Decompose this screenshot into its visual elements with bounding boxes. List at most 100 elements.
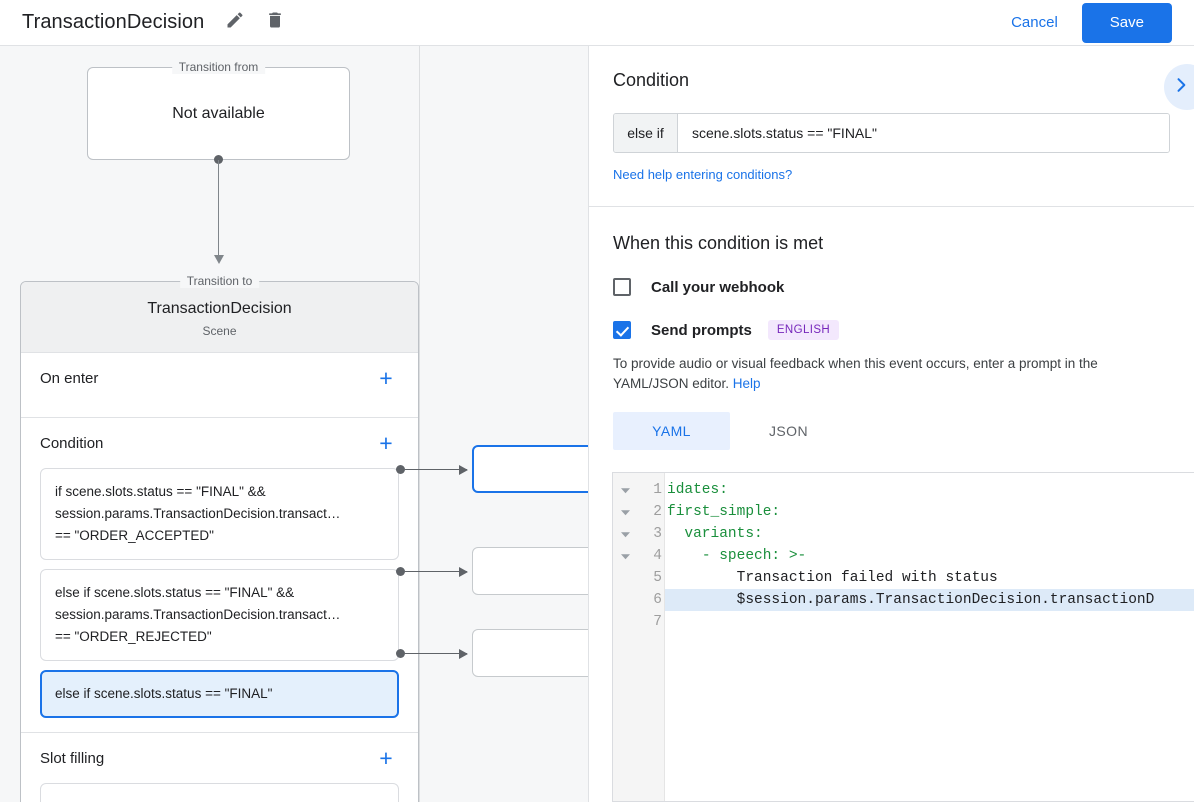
transition-arrow — [213, 160, 224, 264]
condition-prefix-label: else if — [614, 114, 678, 152]
edge-line-1 — [405, 566, 468, 577]
plus-icon: + — [379, 364, 393, 391]
edit-name-button[interactable] — [218, 6, 252, 40]
prompts-help-link[interactable]: Help — [732, 376, 761, 391]
transition-from-value: Not available — [172, 104, 265, 122]
line-number: 4 — [653, 548, 662, 564]
condition-line: else if scene.slots.status == "FINAL" — [55, 686, 273, 701]
plus-icon: + — [379, 429, 393, 456]
fold-toggle-icon — [613, 589, 637, 611]
code-line[interactable]: variants: — [684, 526, 763, 542]
tab-yaml[interactable]: YAML — [613, 412, 730, 450]
scene-subtitle: Scene — [202, 324, 237, 338]
code-line[interactable]: $session.params.TransactionDecision.tran… — [665, 589, 1194, 611]
scene-title: TransactionDecision — [147, 300, 292, 317]
code-line[interactable]: idates: — [667, 482, 728, 498]
condition-input[interactable] — [678, 114, 1169, 152]
editor-format-tabs: YAML JSON — [613, 412, 1170, 450]
condition-line: == "ORDER_REJECTED" — [55, 629, 212, 644]
add-condition-button[interactable]: + — [373, 430, 399, 456]
scene-card: Transition to TransactionDecision Scene … — [20, 274, 419, 802]
section-on-enter: On enter + — [21, 353, 418, 418]
prompts-helper-text: To provide audio or visual feedback when… — [613, 354, 1169, 394]
editor-code-area[interactable]: idates: first_simple: variants: - speech:… — [665, 473, 1194, 801]
section-on-enter-label: On enter — [40, 369, 99, 387]
condition-line: == "ORDER_ACCEPTED" — [55, 528, 214, 543]
transition-target-0[interactable] — [472, 445, 588, 493]
call-webhook-label: Call your webhook — [651, 278, 785, 296]
section-condition-label: Condition — [40, 434, 104, 452]
section-condition-head: Condition + — [40, 418, 399, 468]
fold-toggle-icon — [613, 567, 637, 589]
fold-toggle-icon[interactable] — [613, 523, 637, 545]
condition-section: Condition else if Need help entering con… — [589, 46, 1194, 207]
send-prompts-checkbox[interactable] — [613, 321, 631, 339]
chevron-right-icon — [1177, 75, 1191, 100]
page-title: TransactionDecision — [22, 11, 205, 33]
section-slot-filling-head: Slot filling + — [40, 733, 399, 783]
transition-from-legend: Transition from — [171, 60, 266, 74]
cancel-button[interactable]: Cancel — [997, 5, 1072, 40]
canvas-divider — [419, 46, 420, 802]
editor-line-numbers: 1 2 3 4 5 6 7 — [637, 473, 665, 801]
add-on-enter-button[interactable]: + — [373, 365, 399, 391]
send-prompts-label: Send prompts — [651, 321, 752, 339]
when-condition-met-section: When this condition is met Call your web… — [589, 207, 1194, 450]
transition-target-1[interactable] — [472, 547, 588, 595]
when-condition-met-heading: When this condition is met — [613, 233, 824, 253]
yaml-editor[interactable]: 1 2 3 4 5 6 7 idates: first_simple: variants: -… — [612, 472, 1194, 802]
line-number: 7 — [653, 614, 662, 630]
condition-line: session.params.TransactionDecision.trans… — [55, 607, 341, 622]
condition-line: else if scene.slots.status == "FINAL" && — [55, 585, 295, 600]
language-badge: ENGLISH — [767, 320, 840, 340]
code-line[interactable] — [665, 611, 1194, 633]
tab-json[interactable]: JSON — [769, 423, 808, 439]
transition-target-2[interactable] — [472, 629, 588, 677]
slot-validation-item[interactable]: Slot validation — [40, 783, 399, 802]
section-slot-filling-label: Slot filling — [40, 749, 105, 767]
transition-from-connector-dot — [214, 155, 223, 164]
fold-toggle-icon[interactable] — [613, 479, 637, 501]
save-button[interactable]: Save — [1081, 2, 1172, 43]
code-line[interactable]: - speech: >- — [701, 548, 807, 564]
webhook-row: Call your webhook — [613, 278, 1170, 296]
fold-toggle-icon[interactable] — [613, 545, 637, 567]
condition-heading: Condition — [613, 70, 690, 90]
transition-to-legend: Transition to — [179, 274, 260, 288]
condition-line: session.params.TransactionDecision.trans… — [55, 506, 341, 521]
fold-toggle-icon[interactable] — [613, 501, 637, 523]
edge-line-0 — [405, 464, 468, 475]
line-number: 5 — [653, 570, 662, 586]
line-number: 3 — [653, 526, 662, 542]
collapse-panel-button[interactable] — [1164, 64, 1194, 110]
prompts-helper-text-body: To provide audio or visual feedback when… — [613, 356, 1098, 391]
condition-help-link[interactable]: Need help entering conditions? — [613, 167, 793, 182]
fold-toggle-icon — [613, 611, 637, 633]
line-number: 2 — [653, 504, 662, 520]
flow-canvas: Transition from Not available Transition… — [0, 46, 588, 802]
condition-line: if scene.slots.status == "FINAL" && — [55, 484, 266, 499]
edge-dot-2 — [396, 649, 405, 658]
edge-dot-0 — [396, 465, 405, 474]
call-webhook-checkbox[interactable] — [613, 278, 631, 296]
condition-item-0[interactable]: if scene.slots.status == "FINAL" && sess… — [40, 468, 399, 560]
edge-dot-1 — [396, 567, 405, 576]
transition-from-box[interactable]: Transition from Not available — [87, 60, 350, 160]
scene-header[interactable]: Transition to TransactionDecision Scene — [21, 274, 418, 353]
section-slot-filling: Slot filling + Slot validation — [21, 733, 418, 802]
plus-icon: + — [379, 744, 393, 771]
top-bar: TransactionDecision Cancel Save — [0, 0, 1194, 46]
line-number: 1 — [653, 482, 662, 498]
condition-item-1[interactable]: else if scene.slots.status == "FINAL" &&… — [40, 569, 399, 661]
edge-line-2 — [405, 648, 468, 659]
code-line[interactable]: first_simple: — [667, 504, 781, 520]
send-prompts-row: Send prompts ENGLISH — [613, 320, 1170, 340]
line-number: 6 — [653, 592, 662, 608]
section-condition: Condition + if scene.slots.status == "FI… — [21, 418, 418, 733]
trash-icon — [265, 10, 285, 35]
delete-button[interactable] — [258, 6, 292, 40]
section-on-enter-head: On enter + — [40, 353, 399, 403]
condition-item-2[interactable]: else if scene.slots.status == "FINAL" — [40, 670, 399, 718]
code-line[interactable]: Transaction failed with status — [736, 570, 998, 586]
add-slot-filling-button[interactable]: + — [373, 745, 399, 771]
